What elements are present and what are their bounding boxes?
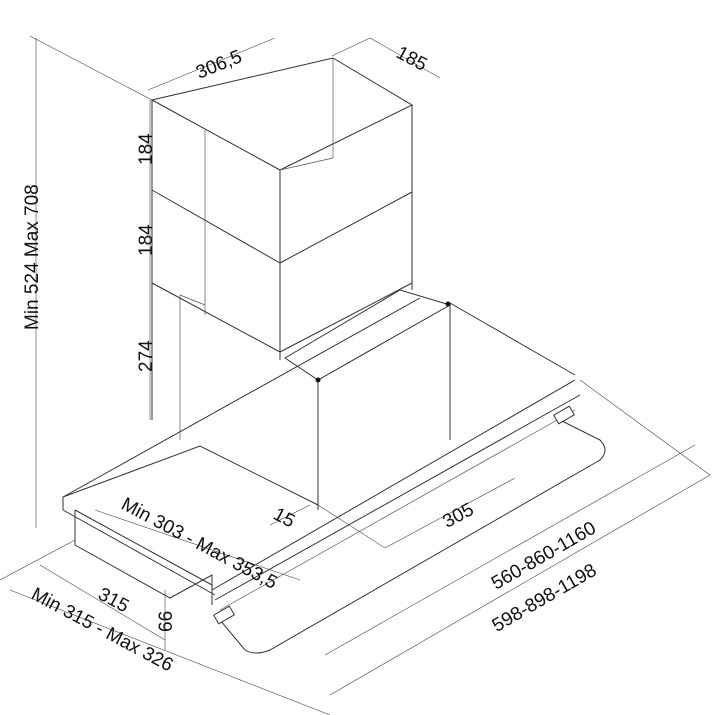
label-side-depth: 315 — [94, 584, 132, 617]
label-housing-height: 274 — [136, 340, 157, 372]
motor-housing — [284, 289, 452, 510]
label-hood-depth: Min 303 - Max 353,5 — [118, 494, 281, 594]
chimney — [150, 57, 414, 440]
label-housing-width: 305 — [440, 499, 478, 532]
dimension-labels: 306,5 185 184 184 274 Min 524 Max 708 Mi… — [22, 42, 600, 676]
label-middle-height: 184 — [136, 224, 157, 256]
label-total-height: Min 524 Max 708 — [22, 184, 43, 330]
housing-top-face — [284, 289, 452, 381]
chimney-top-face — [150, 57, 414, 171]
label-upper-height: 184 — [136, 133, 157, 165]
hood-body — [62, 297, 606, 654]
label-offset: 15 — [270, 504, 299, 532]
dimension-lines — [0, 35, 711, 715]
label-chimney-depth: 185 — [393, 42, 431, 75]
label-chimney-width: 306,5 — [193, 46, 245, 83]
label-side-height: 66 — [156, 611, 177, 632]
